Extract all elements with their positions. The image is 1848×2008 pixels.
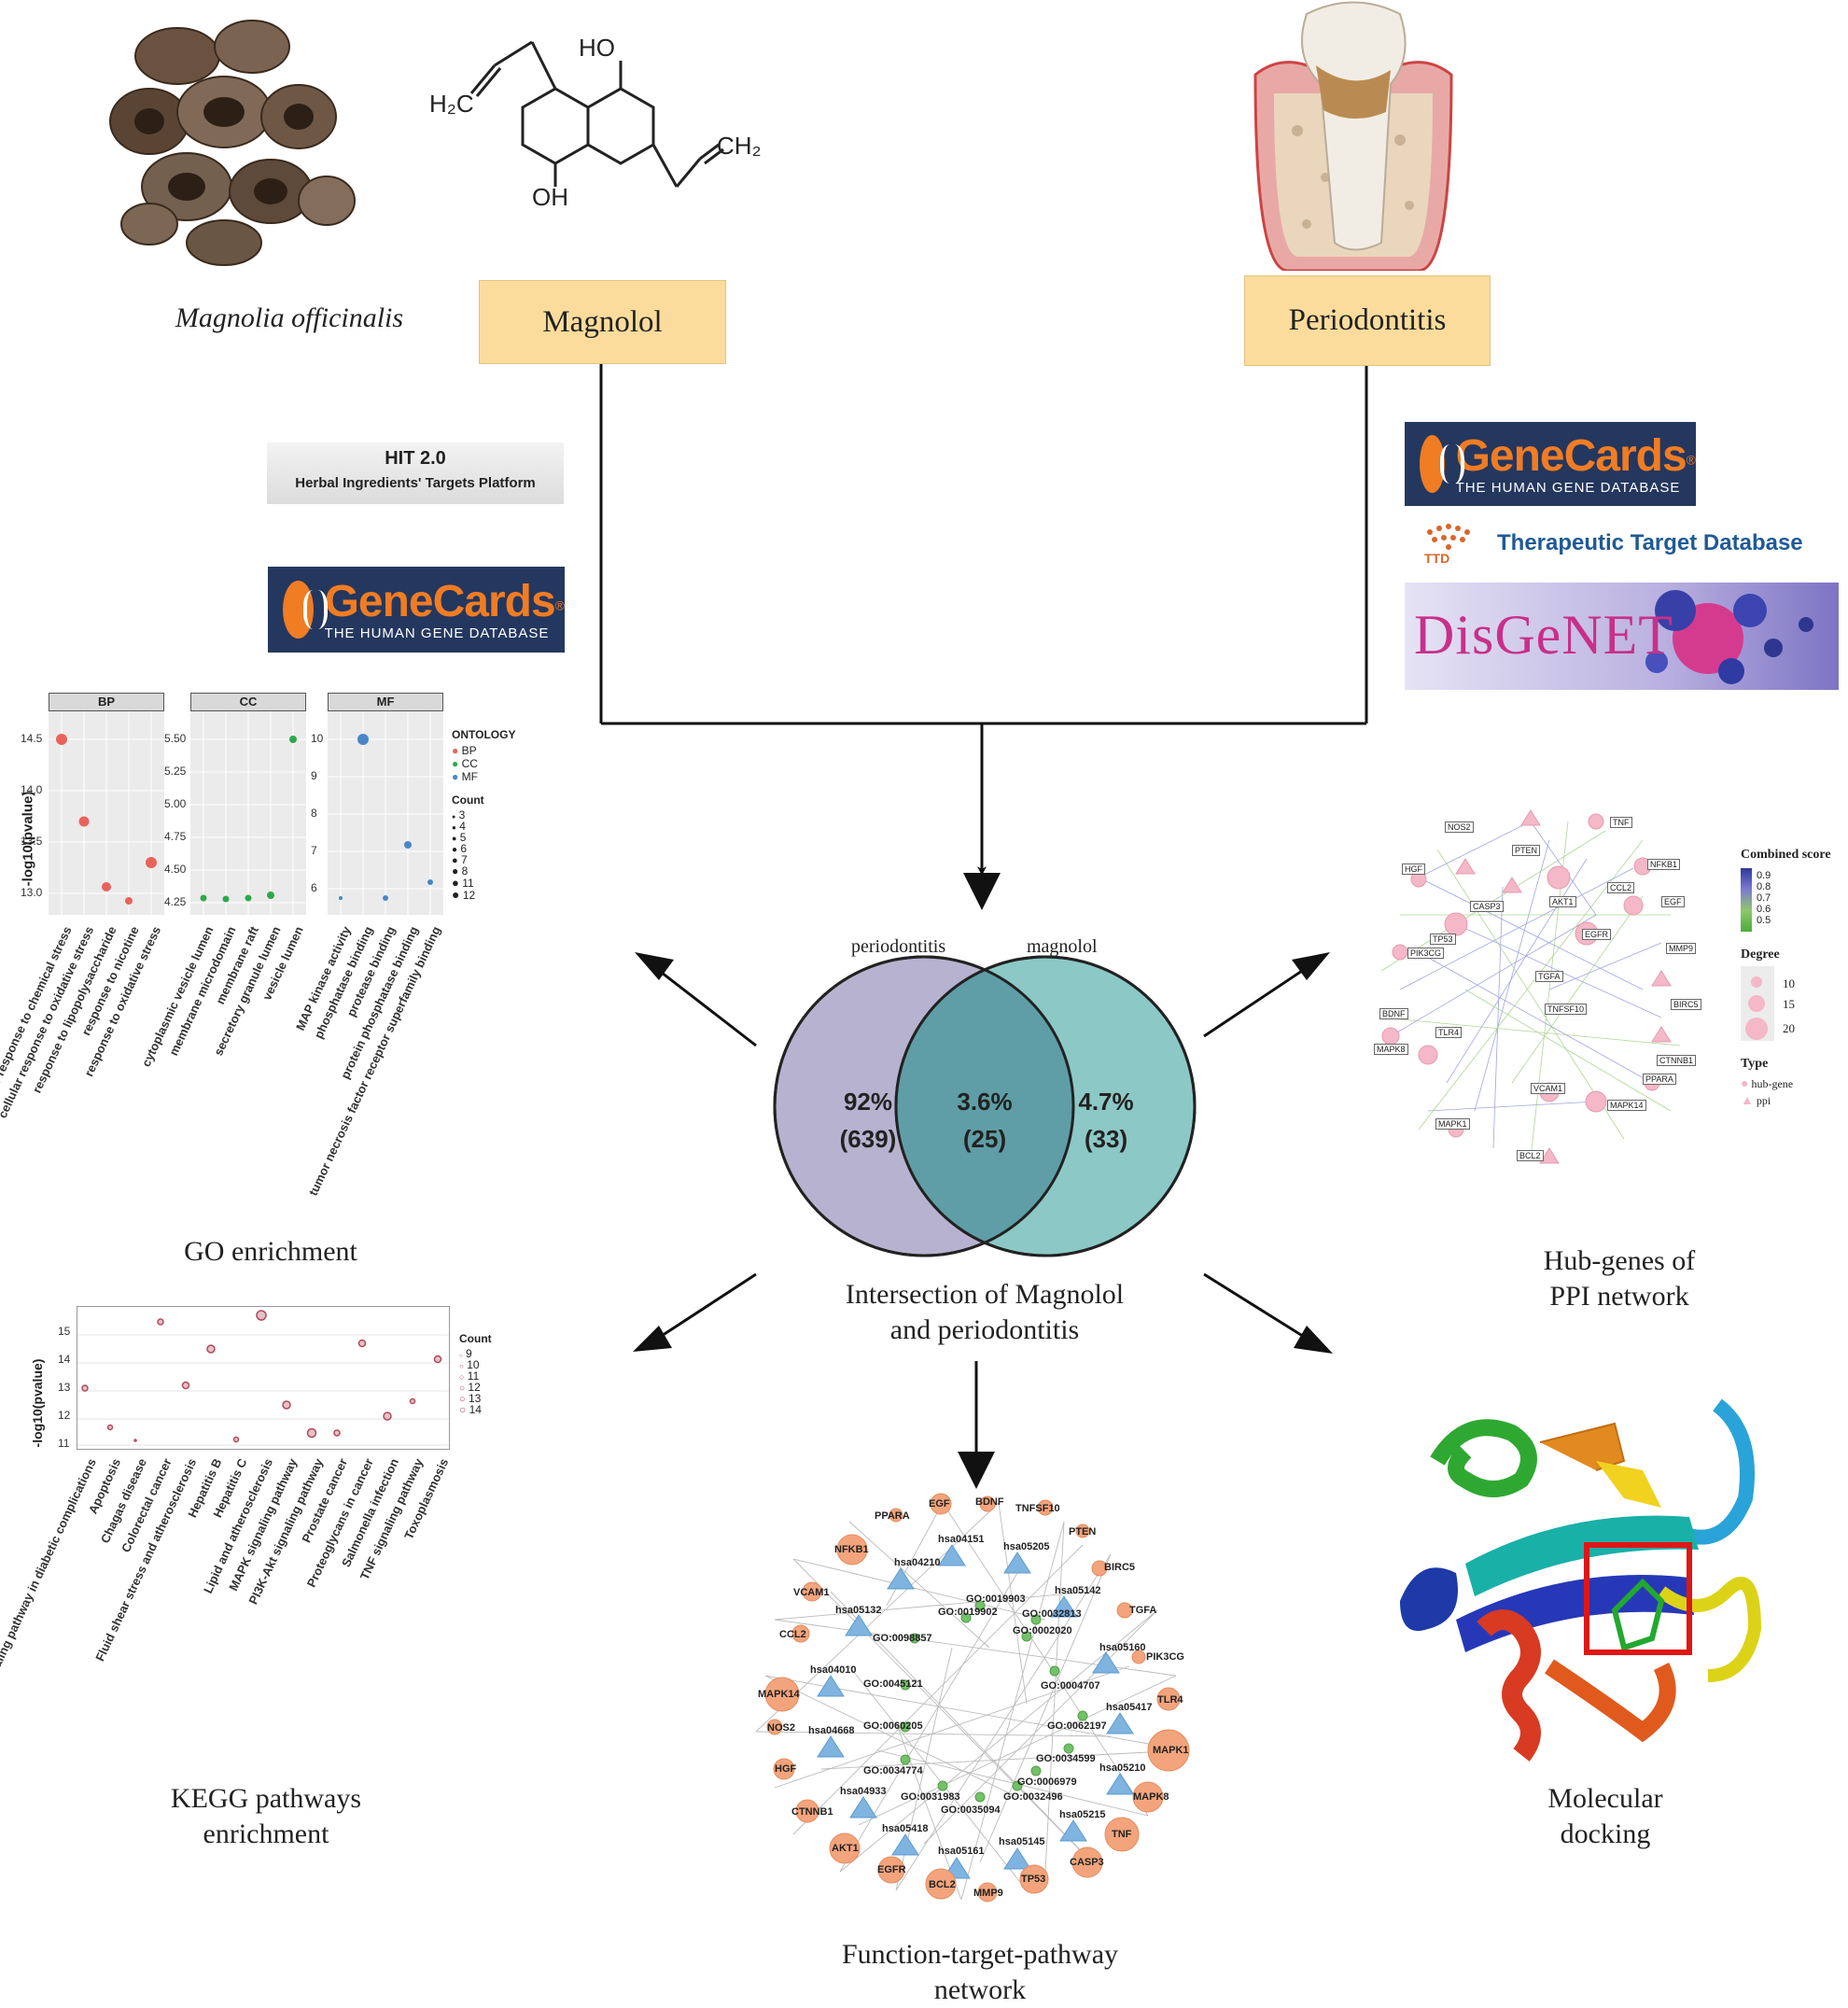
ftp-network: EGF BDNF TNFSF10 PPARA PTEN NFKB1 BIRC5 … xyxy=(737,1489,1223,1918)
herb-image xyxy=(93,0,373,280)
ppi-network: NOS2 PTEN TNF HGF NFKB1 CASP3 AKT1 CCL2 … xyxy=(1363,803,1848,1176)
facet-panel-cc xyxy=(190,711,306,915)
periodontitis-box: Periodontitis xyxy=(1244,275,1491,366)
binding-site-box xyxy=(1584,1542,1692,1655)
hit-title: HIT 2.0 xyxy=(385,448,446,469)
oh-label: OH xyxy=(532,183,568,210)
facet-strip-cc: CC xyxy=(190,693,306,711)
venn-mid-count: (25) xyxy=(962,1125,1007,1153)
ttd-logo: TTD Therapeutic Target Database xyxy=(1421,521,1831,568)
facet-strip-bp: BP xyxy=(49,693,164,711)
kegg-chart: -log10(pvalue) 15 14 13 12 11 AGE-RAGE s… xyxy=(0,1302,523,1788)
facet-strip-mf: MF xyxy=(328,693,443,711)
kegg-panel xyxy=(77,1306,450,1450)
docking-image xyxy=(1381,1396,1792,1797)
ttd-dots-icon xyxy=(1427,524,1470,550)
go-legend-ontology-title: ONTOLOGY xyxy=(452,728,516,741)
ttd-abbr: TTD xyxy=(1424,551,1450,566)
venn-diagram: periodontitis magnolol 92% (639) 3.6% (2… xyxy=(765,929,1204,1274)
ch2-label: CH₂ xyxy=(717,132,762,160)
ttd-name: Therapeutic Target Database xyxy=(1497,530,1803,555)
hit-logo: HIT 2.0 Herbal Ingredients' Targets Plat… xyxy=(267,442,564,504)
h2c-label: H₂C xyxy=(429,90,474,118)
venn-left-count: (639) xyxy=(839,1125,897,1153)
go-chart: -log10(pvalue) BP 14.5 14.0 13.5 13.0 CC… xyxy=(0,691,560,1232)
tooth-image xyxy=(1251,0,1456,273)
venn-overlap xyxy=(896,957,1073,1256)
hit-subtitle: Herbal Ingredients' Targets Platform xyxy=(295,475,536,491)
venn-left-label: periodontitis xyxy=(851,936,946,957)
score-gradient xyxy=(1741,868,1752,932)
ppi-legend-type-title: Type xyxy=(1741,1057,1769,1071)
facet-panel-mf xyxy=(328,711,443,915)
disgenet-text: DisGeNET xyxy=(1414,604,1673,666)
ho-label: HO xyxy=(579,34,615,62)
genecards-subtitle: THE HUMAN GENE DATABASE xyxy=(324,625,550,641)
disgenet-logo: DisGeNET xyxy=(1405,583,1839,690)
magnolol-box: Magnolol xyxy=(479,280,726,364)
venn-mid-pct: 3.6% xyxy=(957,1088,1013,1116)
dna-icon xyxy=(1420,435,1464,493)
venn-right-label: magnolol xyxy=(1027,936,1098,957)
ppi-legend-score-title: Combined score xyxy=(1741,848,1831,862)
kegg-legend-title: Count xyxy=(459,1332,492,1345)
dna-icon xyxy=(283,581,328,639)
go-caption: GO enrichment xyxy=(184,1236,357,1267)
magnolol-structure: HO OH H₂C CH₂ xyxy=(420,23,775,211)
venn-left-pct: 92% xyxy=(843,1088,893,1116)
kegg-term: AGE-RAGE signaling pathway in diabetic c… xyxy=(0,1456,99,1754)
kegg-ylabel: -log10(pvalue) xyxy=(30,1358,45,1448)
genecards-logo-right: GeneCards® THE HUMAN GENE DATABASE xyxy=(1405,422,1696,506)
venn-right-count: (33) xyxy=(1084,1125,1128,1153)
genecards-title: GeneCards xyxy=(1455,430,1687,481)
genecards-title: GeneCards xyxy=(324,576,556,626)
go-legend-count-title: Count xyxy=(452,793,484,807)
genecards-subtitle: THE HUMAN GENE DATABASE xyxy=(1455,479,1681,496)
facet-panel-bp xyxy=(49,711,164,915)
venn-right-pct: 4.7% xyxy=(1078,1088,1134,1116)
genecards-logo-left: GeneCards® THE HUMAN GENE DATABASE xyxy=(268,567,565,653)
herb-caption: Magnolia officinalis xyxy=(175,302,404,333)
ppi-legend-degree-title: Degree xyxy=(1741,948,1780,962)
